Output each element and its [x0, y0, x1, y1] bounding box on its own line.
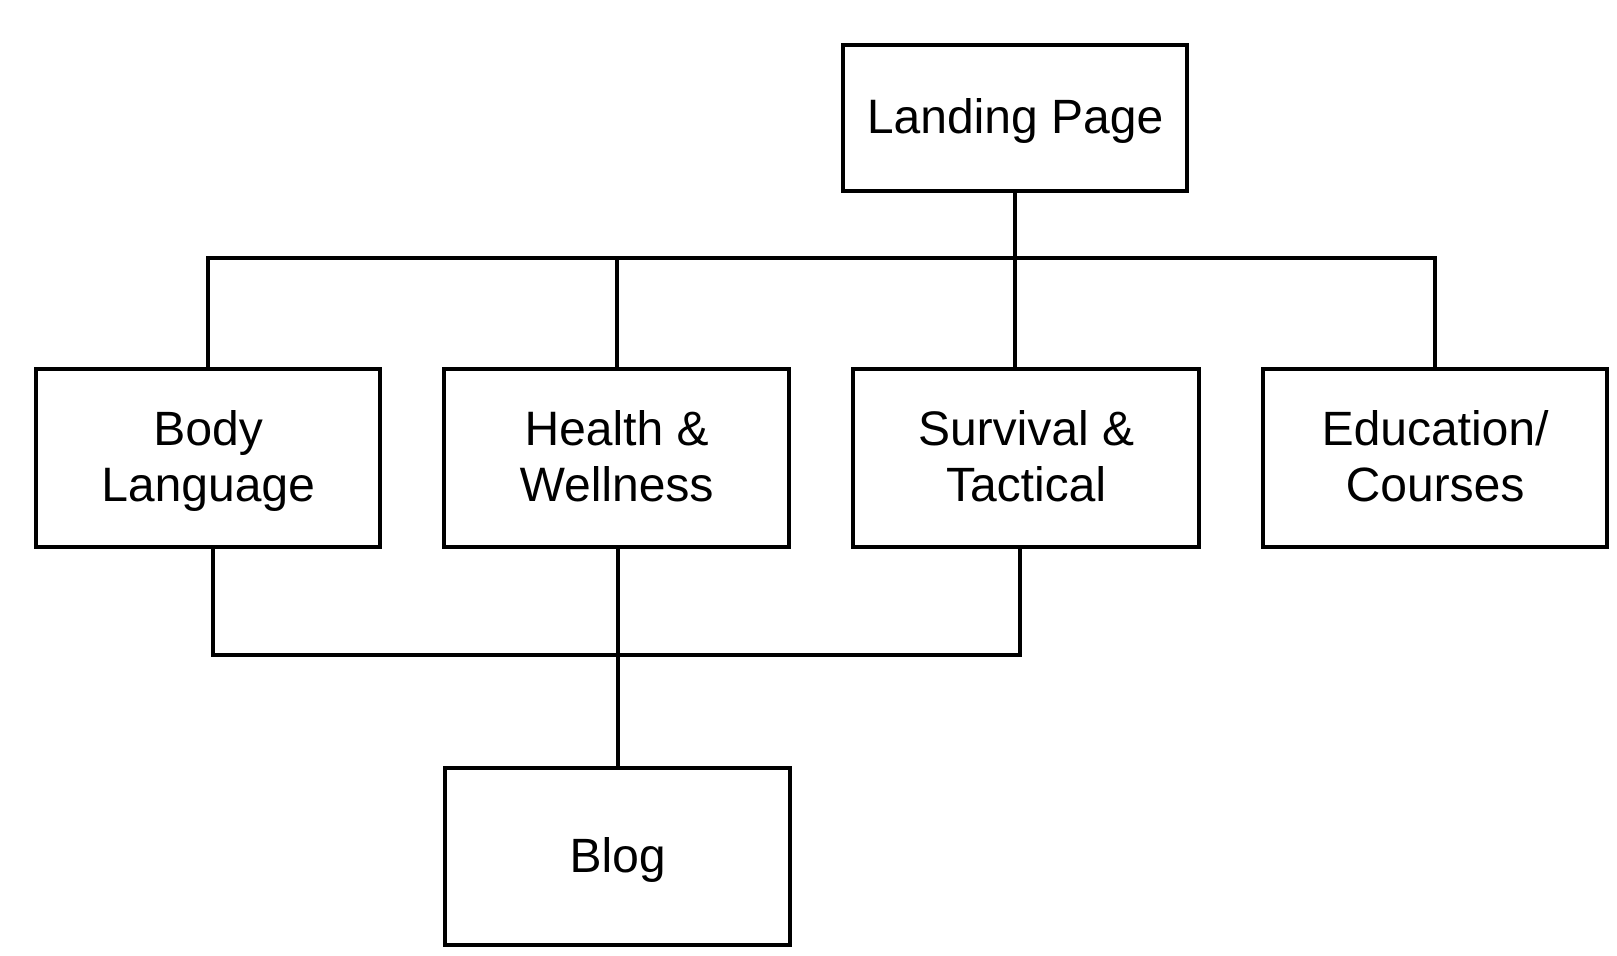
- node-label-blog: Blog: [569, 829, 666, 883]
- node-landing-page: Landing Page: [841, 43, 1189, 193]
- node-label-landing-page: Landing Page: [866, 91, 1164, 144]
- node-education-courses: Education/ Courses: [1261, 367, 1609, 549]
- node-health-wellness: Health & Wellness: [442, 367, 791, 549]
- node-survival-tactical: Survival & Tactical: [851, 367, 1201, 549]
- node-blog: Blog: [443, 766, 792, 947]
- node-label-body-language: Body Language: [101, 403, 315, 512]
- node-body-language: Body Language: [34, 367, 382, 549]
- node-label-education-courses: Education/ Courses: [1321, 403, 1549, 512]
- node-label-health-wellness: Health & Wellness: [519, 403, 714, 512]
- node-label-survival-tactical: Survival & Tactical: [917, 403, 1135, 512]
